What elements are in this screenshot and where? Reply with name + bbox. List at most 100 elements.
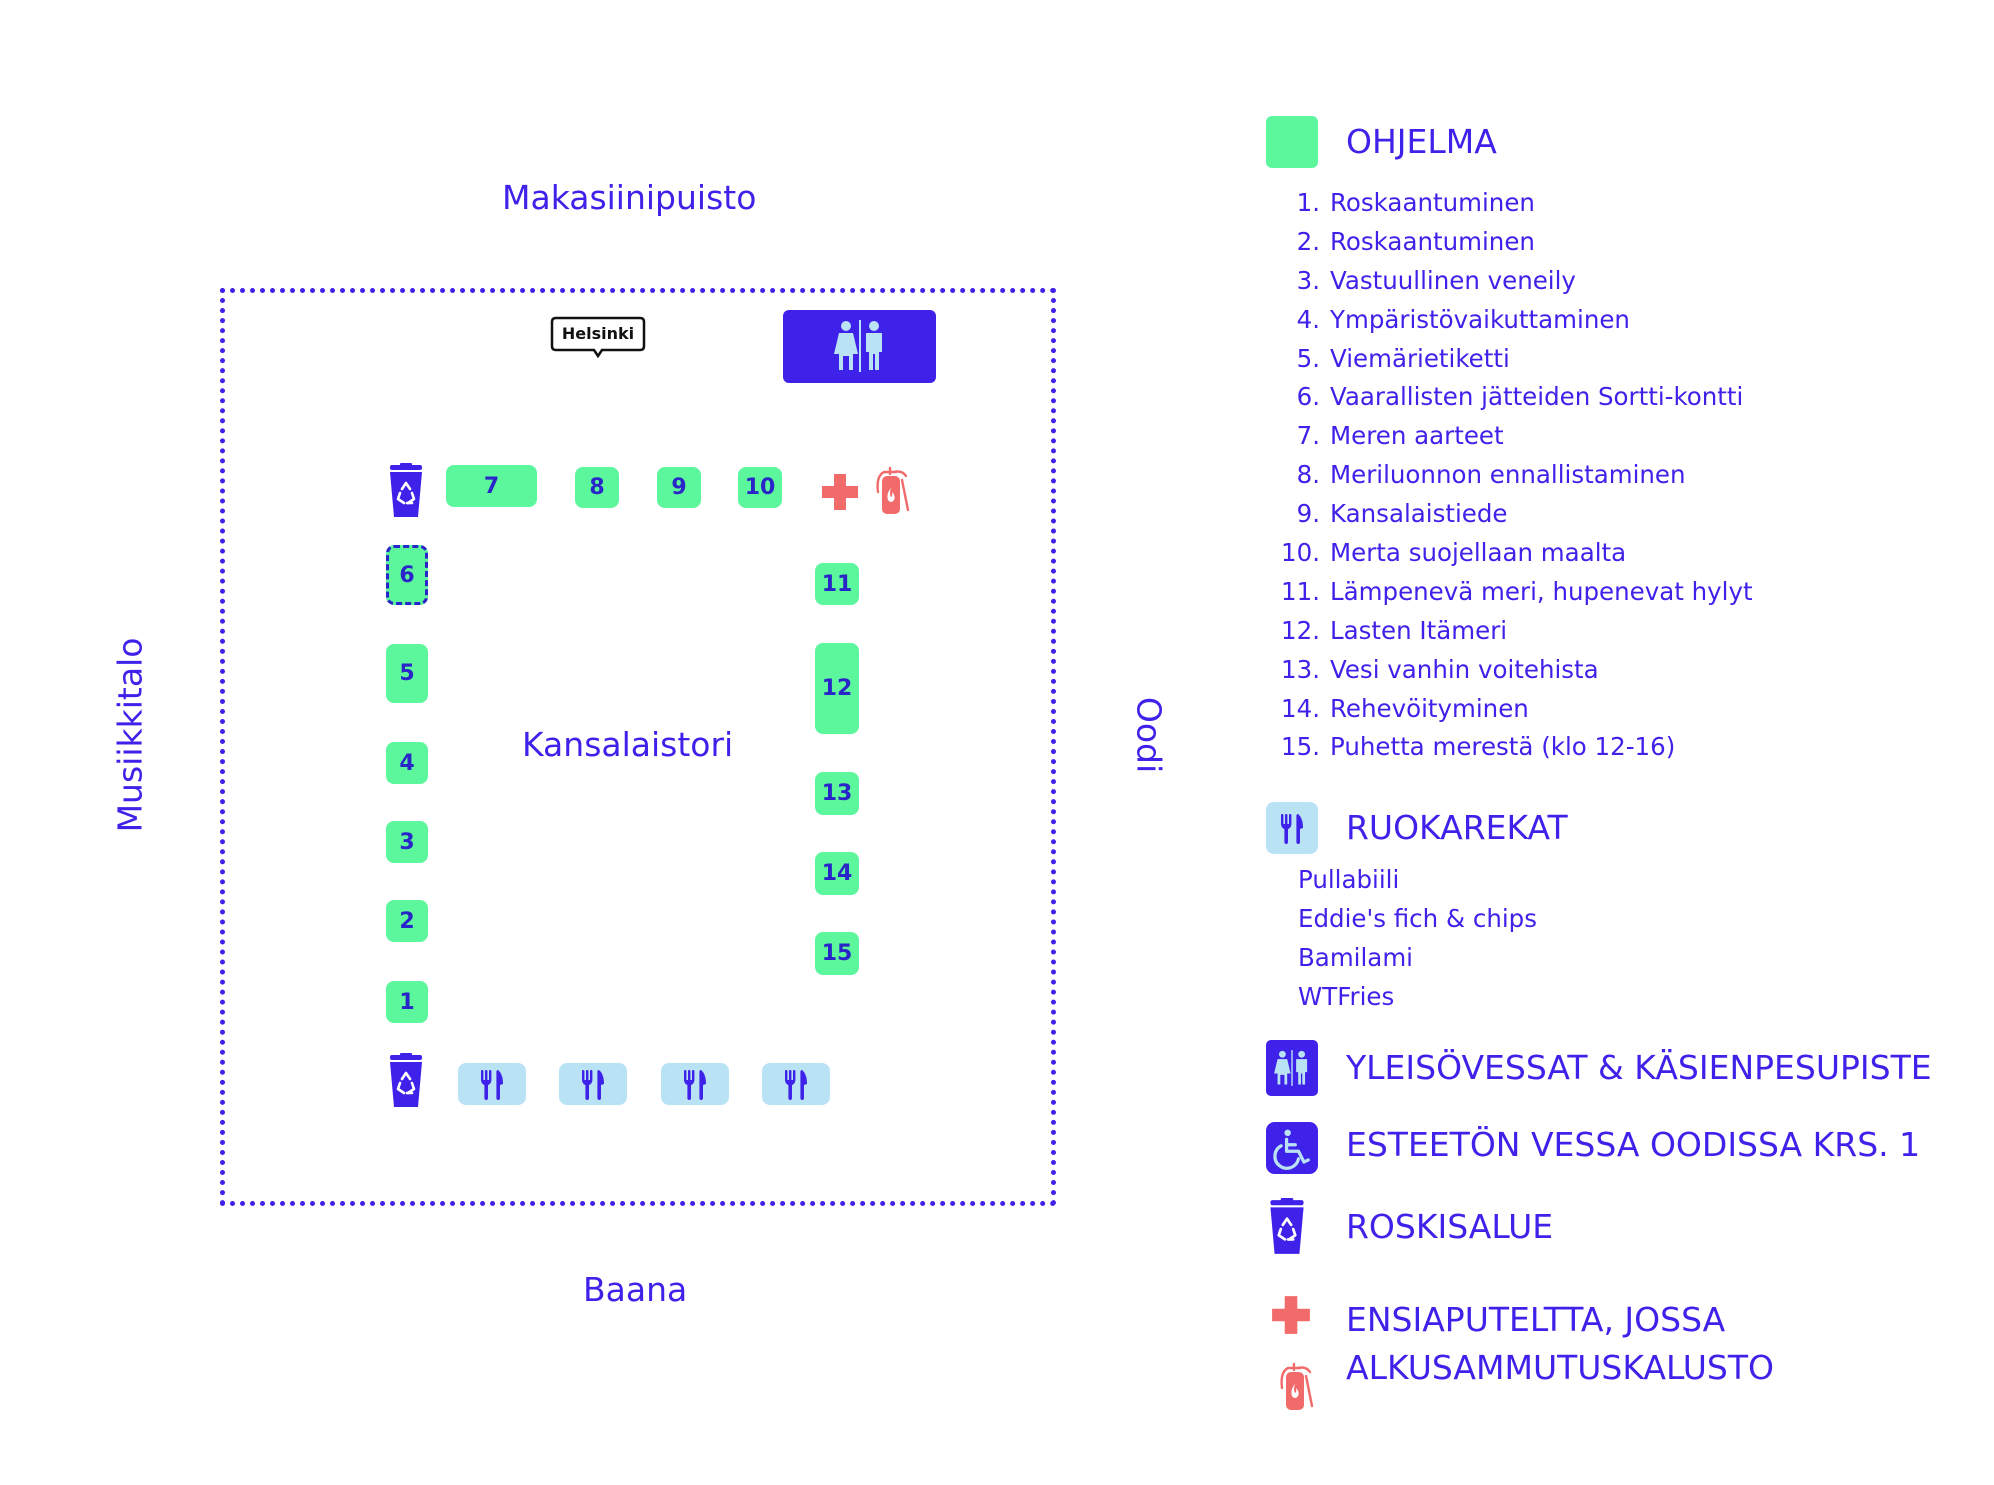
food-truck-icon — [1272, 808, 1312, 848]
program-item-text: Vesi vanhin voitehista — [1330, 654, 1599, 684]
food-truck-icon — [573, 1064, 613, 1104]
stand-1[interactable]: 1 — [386, 981, 428, 1023]
toilet-icon — [1270, 1044, 1314, 1092]
program-item-text: Lämpenevä meri, hupenevat hylyt — [1330, 576, 1753, 606]
stand-6[interactable]: 6 — [386, 545, 428, 605]
legend-ohjelma-swatch — [1266, 116, 1318, 168]
program-item-text: Puhetta merestä (klo 12-16) — [1330, 732, 1676, 762]
legend-toilets-text: YLEISÖVESSAT & KÄSIENPESUPISTE — [1346, 1048, 1932, 1087]
program-item-number: 11. — [1281, 576, 1320, 606]
program-list-item: 2. Roskaantuminen — [1280, 227, 1753, 266]
program-item-text: Kansalaistiede — [1330, 499, 1508, 529]
stand-10[interactable]: 10 — [738, 467, 782, 508]
map-label-center: Kansalaistori — [522, 725, 734, 764]
legend-first-aid-text-line1: ENSIAPUTELTTA, JOSSA — [1346, 1300, 1726, 1339]
program-item-number: 14. — [1281, 693, 1320, 723]
stand-7[interactable]: 7 — [446, 465, 537, 507]
program-list-item: 11. Lämpenevä meri, hupenevat hylyt — [1280, 577, 1753, 616]
program-item-number: 4. — [1296, 304, 1320, 334]
food-truck-list-item: Pullabiili — [1298, 865, 1400, 894]
program-item-number: 1. — [1296, 188, 1320, 217]
recycle-bin-icon[interactable] — [386, 1053, 426, 1109]
map-label-north: Makasiinipuisto — [502, 178, 757, 217]
program-item-text: Meriluonnon ennallistaminen — [1330, 460, 1686, 490]
program-item-text: Roskaantuminen — [1330, 188, 1535, 217]
program-item-text: Merta suojellaan maalta — [1330, 538, 1627, 568]
stand-3[interactable]: 3 — [386, 821, 428, 863]
program-item-text: Meren aarteet — [1330, 421, 1504, 451]
program-list-item: 1. Roskaantuminen — [1280, 188, 1753, 227]
stand-8[interactable]: 8 — [575, 467, 619, 508]
food-truck-icon — [472, 1064, 512, 1104]
stand-9[interactable]: 9 — [657, 467, 701, 508]
program-list-item: 13. Vesi vanhin voitehista — [1280, 655, 1753, 694]
program-list-item: 7. Meren aarteet — [1280, 421, 1753, 460]
program-list-item: 10. Merta suojellaan maalta — [1280, 538, 1753, 577]
food-truck-list-item: Eddie's fich & chips — [1298, 904, 1537, 933]
program-item-number: 8. — [1296, 460, 1320, 490]
program-item-text: Vaarallisten jätteiden Sortti-kontti — [1330, 382, 1744, 412]
recycle-bin-icon[interactable] — [386, 463, 426, 519]
program-item-number: 2. — [1296, 226, 1320, 256]
stand-12[interactable]: 12 — [815, 643, 859, 734]
program-item-number: 3. — [1296, 265, 1320, 295]
program-list-item: 5. Viemärietiketti — [1280, 344, 1753, 383]
stand-2[interactable]: 2 — [386, 900, 428, 942]
fire-extinguisher-icon — [1276, 1358, 1316, 1414]
program-item-number: 10. — [1281, 538, 1320, 568]
program-item-number: 15. — [1281, 732, 1320, 762]
toilet-block[interactable] — [783, 310, 936, 383]
food-truck-4[interactable] — [762, 1063, 830, 1105]
legend-toilet-swatch — [1266, 1040, 1318, 1096]
food-truck-1[interactable] — [458, 1063, 526, 1105]
food-truck-2[interactable] — [559, 1063, 627, 1105]
helsinki-logo: Helsinki — [550, 316, 646, 360]
event-area-border — [220, 288, 1056, 1206]
program-item-number: 7. — [1296, 421, 1320, 451]
legend-ohjelma-title: OHJELMA — [1346, 122, 1497, 161]
program-item-text: Lasten Itämeri — [1330, 615, 1508, 645]
first-aid-icon[interactable] — [820, 472, 860, 512]
program-item-number: 5. — [1296, 343, 1320, 373]
program-list-item: 3. Vastuullinen veneily — [1280, 266, 1753, 305]
program-item-text: Viemärietiketti — [1330, 343, 1510, 373]
recycle-bin-icon — [1266, 1198, 1308, 1256]
program-item-text: Vastuullinen veneily — [1330, 265, 1576, 295]
program-item-number: 13. — [1281, 654, 1320, 684]
program-item-text: Roskaantuminen — [1330, 226, 1535, 256]
food-truck-icon — [675, 1064, 715, 1104]
program-list-item: 15. Puhetta merestä (klo 12-16) — [1280, 732, 1753, 771]
program-item-number: 6. — [1296, 382, 1320, 412]
stand-13[interactable]: 13 — [815, 772, 859, 815]
legend-accessible-toilet-text: ESTEETÖN VESSA OODISSA KRS. 1 — [1346, 1125, 1921, 1164]
stand-4[interactable]: 4 — [386, 742, 428, 784]
food-truck-3[interactable] — [661, 1063, 729, 1105]
program-item-text: Ympäristövaikuttaminen — [1330, 304, 1630, 334]
legend-ruokarekat-swatch — [1266, 802, 1318, 854]
stand-14[interactable]: 14 — [815, 852, 859, 895]
fire-extinguisher-icon[interactable] — [872, 462, 912, 518]
food-truck-list-item: Bamilami — [1298, 943, 1413, 972]
map-label-west: Musiikkitalo — [110, 637, 150, 833]
program-list-item: 9. Kansalaistiede — [1280, 499, 1753, 538]
legend-bin-text: ROSKISALUE — [1346, 1207, 1554, 1246]
program-list-item: 12. Lasten Itämeri — [1280, 616, 1753, 655]
helsinki-logo-text: Helsinki — [561, 324, 635, 343]
program-item-number: 9. — [1296, 499, 1320, 529]
stand-15[interactable]: 15 — [815, 932, 859, 975]
program-list-item: 8. Meriluonnon ennallistaminen — [1280, 460, 1753, 499]
legend-first-aid-text-line2: ALKUSAMMUTUSKALUSTO — [1346, 1348, 1774, 1387]
stand-11[interactable]: 11 — [815, 563, 859, 605]
program-list-item: 6. Vaarallisten jätteiden Sortti-kontti — [1280, 382, 1753, 421]
program-list-item: 4. Ympäristövaikuttaminen — [1280, 305, 1753, 344]
food-truck-icon — [776, 1064, 816, 1104]
toilet-icon — [828, 318, 892, 374]
food-truck-list-item: WTFries — [1298, 982, 1395, 1011]
program-list: 1. Roskaantuminen 2. Roskaantuminen 3. Vastuu… — [1280, 188, 1753, 771]
program-item-text: Rehevöityminen — [1330, 693, 1529, 723]
wheelchair-icon — [1266, 1122, 1318, 1174]
program-item-number: 12. — [1281, 615, 1320, 645]
program-list-item: 14. Rehevöityminen — [1280, 694, 1753, 733]
stand-5[interactable]: 5 — [386, 644, 428, 703]
